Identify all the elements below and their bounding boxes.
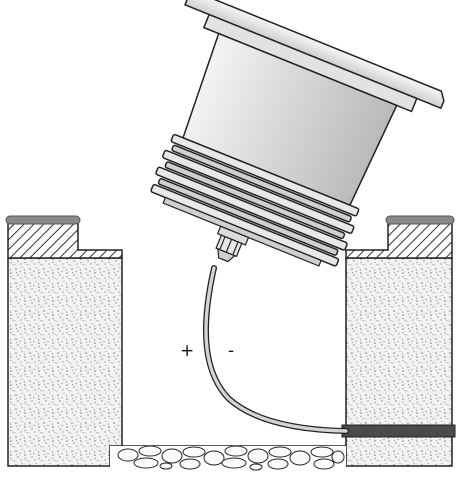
- recessed-light-fixture-icon: [150, 0, 445, 267]
- right-edge-stone: [385, 215, 455, 225]
- left-hatch: [7, 222, 123, 259]
- left-edge-stone: [5, 215, 81, 225]
- gravel-bed: [110, 445, 346, 471]
- fixture-rings: [150, 133, 360, 267]
- positive-label: +: [180, 341, 194, 361]
- negative-label: -: [228, 341, 234, 361]
- right-ground: [345, 215, 455, 467]
- left-soil: [7, 257, 123, 467]
- left-ground: [5, 215, 123, 467]
- conduit-pipe: [341, 424, 456, 438]
- power-cable: [203, 265, 349, 434]
- right-hatch: [345, 222, 453, 259]
- fixture-flange: [184, 0, 445, 109]
- cable-gland: [215, 225, 250, 263]
